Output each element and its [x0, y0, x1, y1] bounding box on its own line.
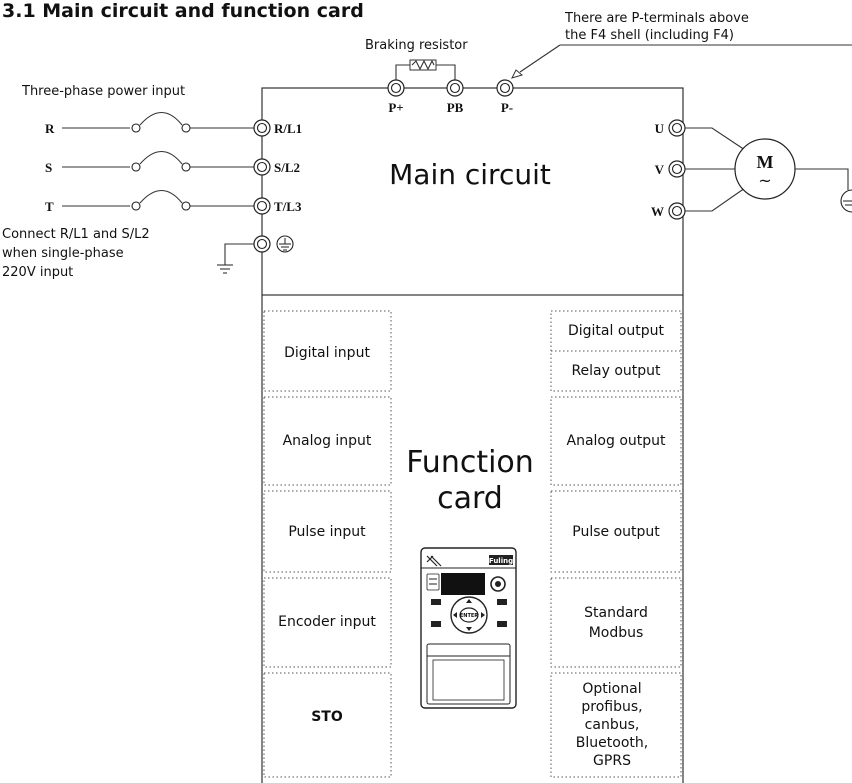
terminal-u[interactable]	[668, 119, 686, 137]
resistor-zigzag-icon	[411, 59, 435, 71]
key-shift-icon	[431, 621, 441, 627]
phase-r-line: R	[45, 111, 254, 136]
key-prg-icon	[431, 599, 441, 605]
motor-wire-u	[685, 127, 746, 151]
single-phase-note-line3: 220V input	[2, 265, 73, 280]
terminal-pb[interactable]	[446, 79, 464, 97]
motor-ground-wire	[795, 168, 849, 190]
p-terminals-note-line2: the F4 shell (including F4)	[565, 28, 734, 43]
ground-wire	[224, 243, 254, 265]
relay-output-label: Relay output	[571, 363, 661, 379]
terminal-w-label: W	[651, 204, 664, 219]
box-analog-output	[550, 396, 682, 486]
terminal-p-plus-label: P+	[388, 100, 403, 115]
terminal-r-l1-label: R/L1	[274, 121, 302, 136]
phase-s-label: S	[45, 160, 52, 175]
keypad-brand-label: Fuling	[489, 557, 513, 565]
analog-output-label: Analog output	[567, 433, 667, 449]
pulse-input-label: Pulse input	[288, 524, 366, 540]
terminal-r-l1[interactable]	[253, 119, 271, 137]
standard-modbus-line2: Modbus	[589, 625, 644, 641]
single-phase-note-line2: when single-phase	[2, 246, 124, 261]
box-sto	[263, 672, 392, 778]
phase-s-line: S	[45, 150, 254, 175]
function-card-title-line2: card	[437, 481, 503, 516]
optional-line-2: profibus,	[581, 699, 642, 715]
motor-label: M	[757, 152, 774, 172]
key-menu-icon	[497, 599, 507, 605]
status-leds	[426, 573, 440, 591]
section-heading: 3.1 Main circuit and function card	[2, 0, 364, 22]
ground-terminal[interactable]	[253, 235, 271, 253]
p-terminals-note-line1: There are P-terminals above	[564, 11, 749, 26]
encoder-input-label: Encoder input	[278, 614, 376, 630]
terminal-s-l2-label: S/L2	[274, 160, 300, 175]
terminal-t-l3-label: T/L3	[274, 199, 302, 214]
phase-t-label: T	[45, 199, 54, 214]
phase-t-line: T	[45, 189, 254, 214]
enter-key-icon	[459, 607, 479, 623]
digital-input-label: Digital input	[284, 345, 370, 361]
inverter-keypad-illustration: Fuling ENTER	[420, 547, 517, 709]
function-card-title-line1: Function	[406, 445, 534, 480]
terminal-p-minus[interactable]	[496, 79, 514, 97]
lcd-display	[441, 573, 485, 595]
terminal-t-l3[interactable]	[253, 197, 271, 215]
motor-ground-icon	[840, 189, 852, 213]
pulse-output-label: Pulse output	[572, 524, 660, 540]
analog-input-label: Analog input	[283, 433, 372, 449]
optional-line-3: canbus,	[585, 717, 640, 733]
phase-r-label: R	[45, 121, 55, 136]
ground-icon	[276, 235, 294, 253]
terminal-v[interactable]	[668, 160, 686, 178]
motor-wire-w	[685, 187, 746, 212]
terminal-pb-label: PB	[447, 100, 464, 115]
sto-label: STO	[311, 709, 343, 725]
digital-output-label: Digital output	[568, 323, 665, 339]
standard-modbus-line1: Standard	[584, 605, 648, 621]
resistor-wire-right	[436, 64, 456, 80]
terminal-p-minus-label: P-	[501, 100, 513, 115]
braking-resistor-label: Braking resistor	[365, 38, 468, 53]
main-circuit-box	[261, 87, 684, 296]
single-phase-note-line1: Connect R/L1 and S/L2	[2, 227, 150, 242]
box-optional-comms	[550, 672, 682, 778]
enter-key-label: ENTER	[460, 613, 478, 619]
brand-logo-icon	[426, 555, 442, 567]
note-arrow-icon	[511, 69, 524, 79]
brand-plate	[489, 555, 513, 565]
terminal-p-plus[interactable]	[387, 79, 405, 97]
terminal-s-l2[interactable]	[253, 158, 271, 176]
resistor-wire-left	[395, 64, 410, 80]
main-circuit-title: Main circuit	[389, 158, 551, 191]
terminal-u-label: U	[655, 121, 665, 136]
terminal-w[interactable]	[668, 202, 686, 220]
box-pulse-output	[550, 490, 682, 573]
key-stop-icon	[497, 621, 507, 627]
optional-line-1: Optional	[582, 681, 641, 697]
note-leader-line	[519, 44, 561, 73]
earth-ground-icon	[217, 264, 233, 274]
terminal-v-label: V	[655, 162, 665, 177]
optional-line-5: GPRS	[593, 753, 631, 769]
box-standard-modbus	[550, 577, 682, 668]
motor-symbol: ~	[758, 171, 771, 190]
power-input-label: Three-phase power input	[21, 84, 185, 99]
optional-line-4: Bluetooth,	[576, 735, 648, 751]
